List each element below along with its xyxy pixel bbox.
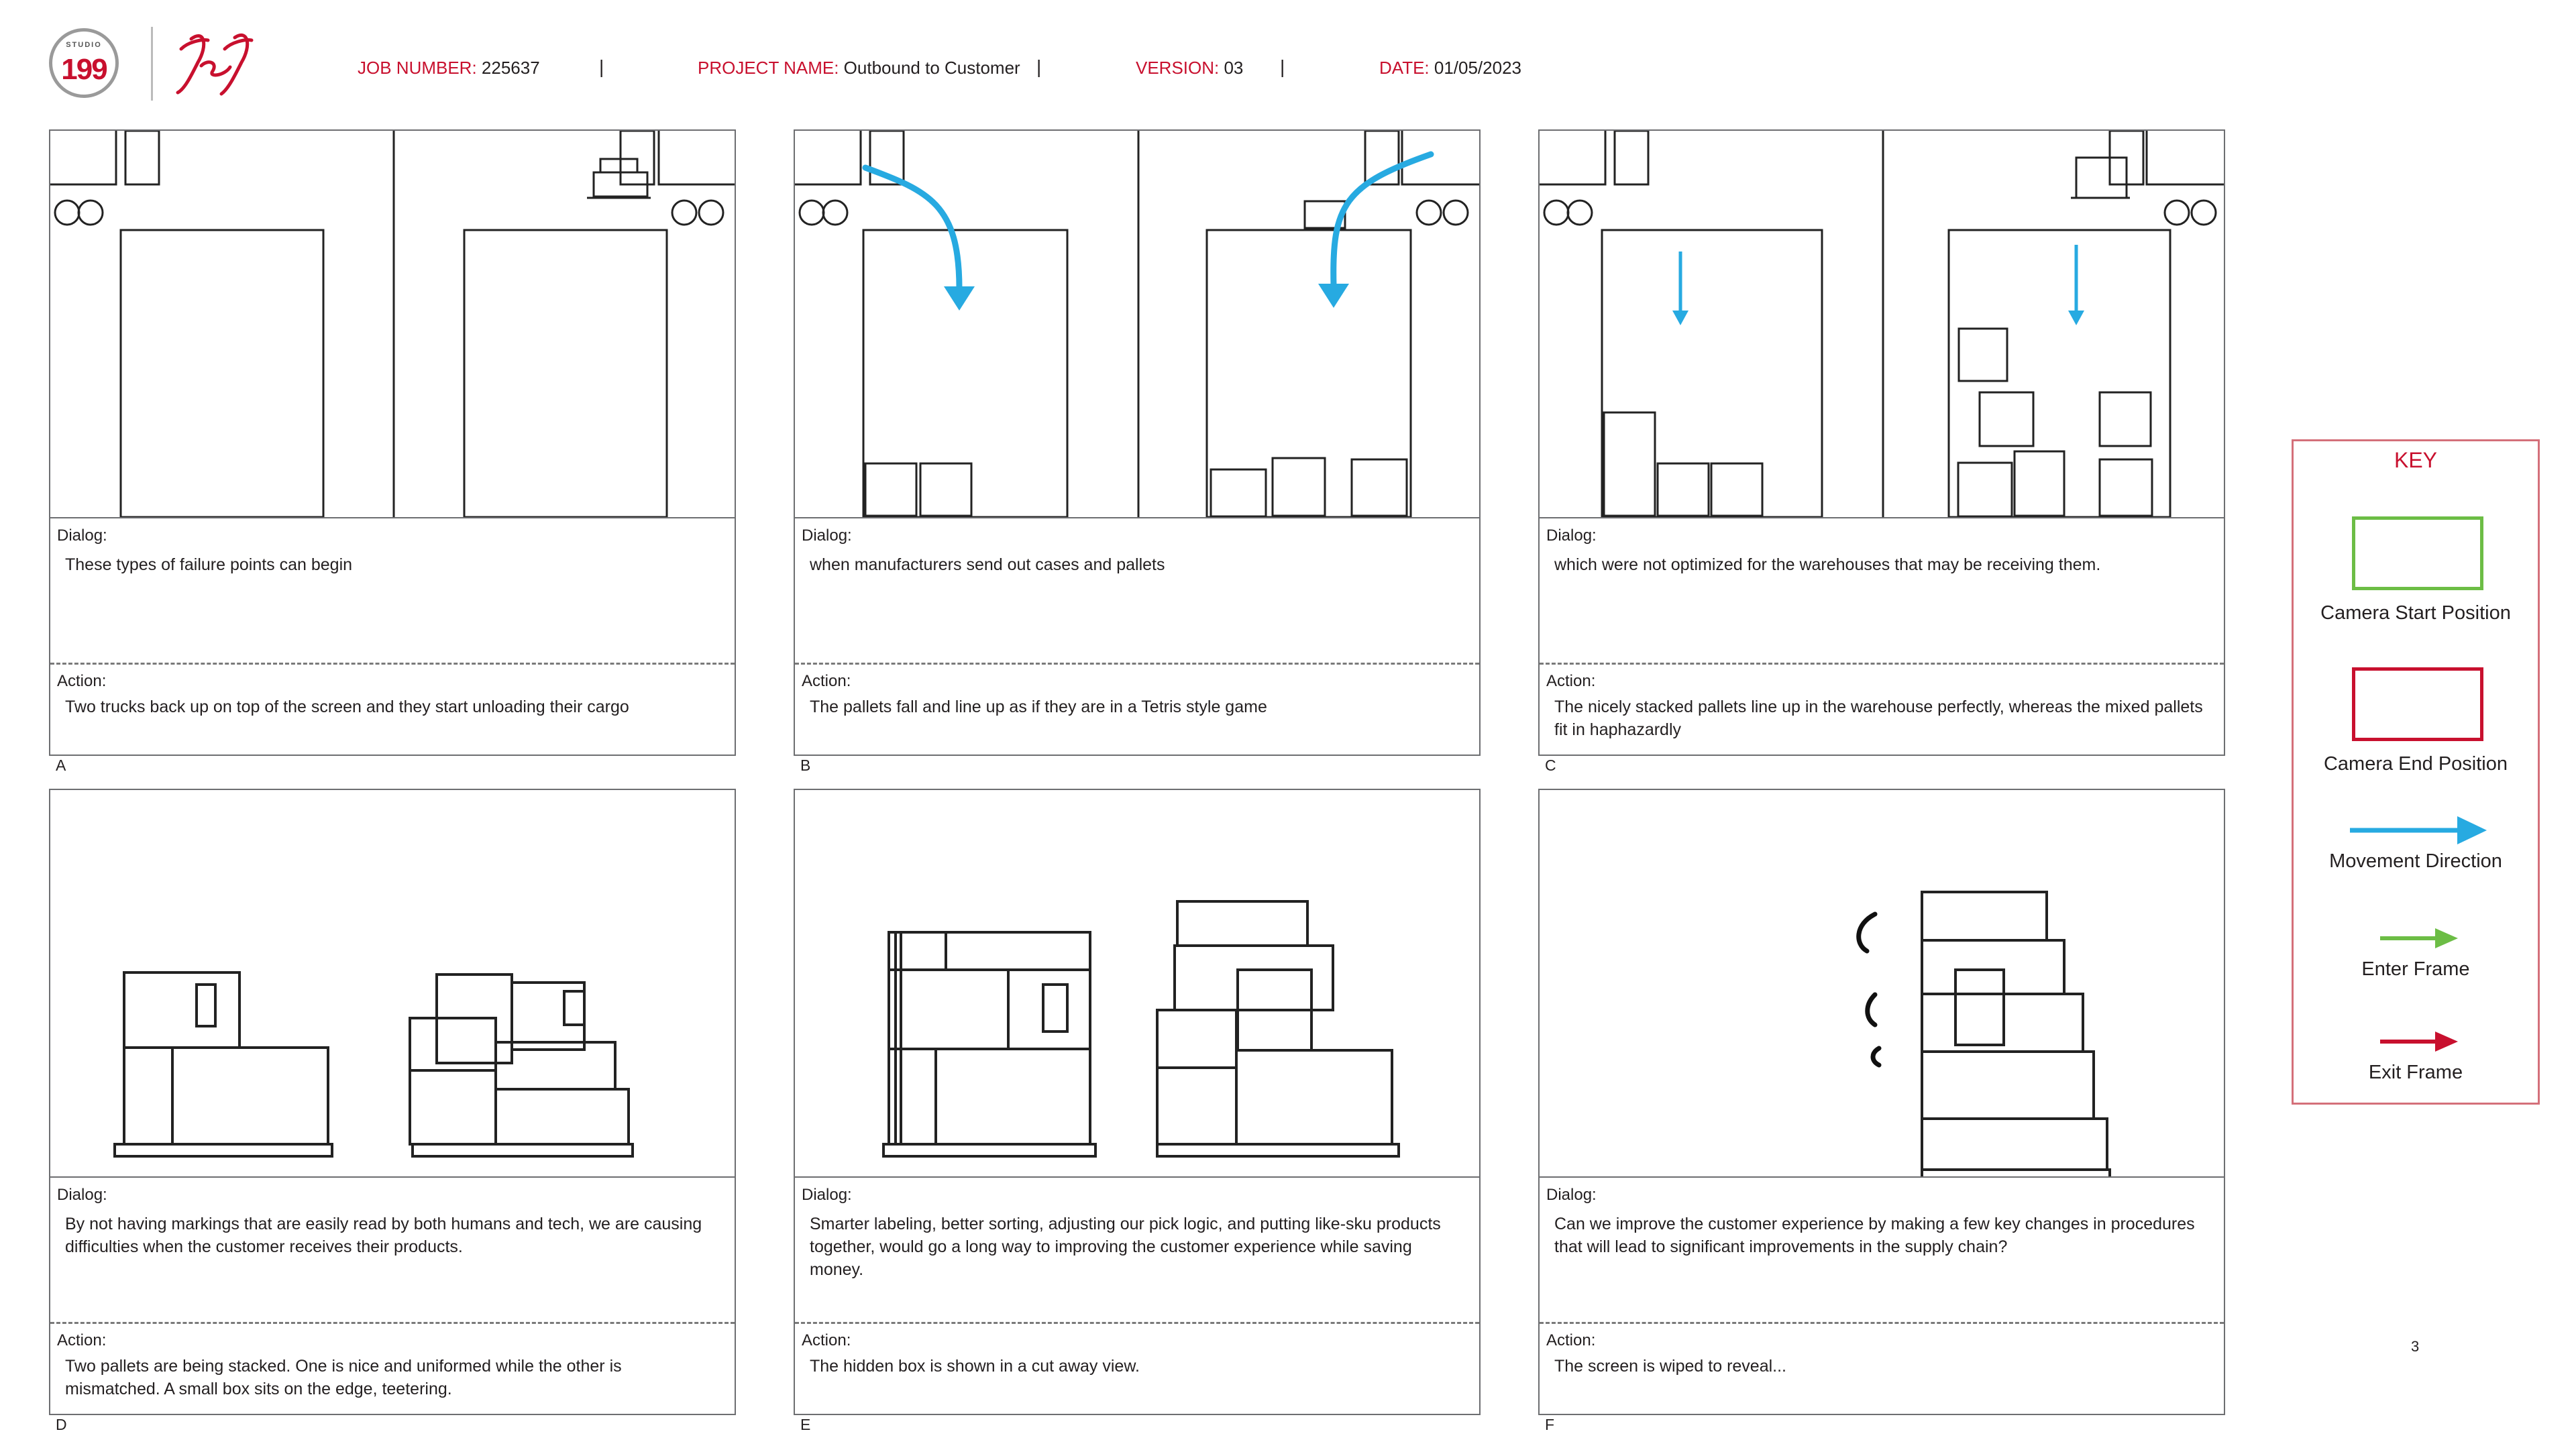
panel-c-sketch [1540, 131, 2224, 517]
key-label-movement: Movement Direction [2329, 850, 2502, 872]
logo-studio-number: 199 [61, 53, 107, 86]
dialog-label: Dialog: [1546, 526, 1597, 545]
panel-letter: E [800, 1416, 811, 1433]
storyboard-panel-c: Dialog: which were not optimized for the… [1538, 129, 2225, 756]
dialog-label: Dialog: [57, 1186, 107, 1204]
header-separator: | [1280, 56, 1285, 77]
storyboard-key: KEY Camera Start Position Camera End Pos… [2292, 439, 2540, 1105]
key-title: KEY [2394, 448, 2438, 472]
version-value: 03 [1219, 58, 1244, 78]
job-number: JOB NUMBER: 225637 [358, 58, 540, 78]
dialog-text: These types of failure points can begin [65, 555, 353, 574]
panel-letter: B [800, 757, 811, 774]
dialog-text: Smarter labeling, better sorting, adjust… [810, 1215, 1441, 1279]
storyboard-panel-d: Dialog: By not having markings that are … [49, 789, 736, 1415]
date: DATE: 01/05/2023 [1379, 58, 1521, 78]
panel-divider [1540, 663, 2224, 665]
camera-start-swatch [2352, 516, 2483, 590]
dialog-text: By not having markings that are easily r… [65, 1215, 702, 1256]
action-label: Action: [1546, 1331, 1596, 1349]
dialog-text: which were not optimized for the warehou… [1554, 555, 2101, 574]
version: VERSION: 03 [1136, 58, 1243, 78]
panel-e-sketch [882, 900, 1400, 1158]
panel-e-artwork [795, 790, 1479, 1178]
panel-d-artwork [50, 790, 735, 1178]
project-name-label: PROJECT NAME: [698, 58, 839, 78]
key-label-enter-frame: Enter Frame [2361, 958, 2470, 980]
panel-d-sketch [113, 971, 634, 1158]
panel-divider [50, 663, 735, 665]
logo-divider [151, 27, 153, 101]
enter-frame-arrow-icon [2380, 928, 2458, 948]
panel-a-sketch [50, 131, 735, 517]
project-name: PROJECT NAME: Outbound to Customer [698, 58, 1020, 78]
dialog-label: Dialog: [802, 1186, 852, 1204]
dialog-label: Dialog: [1546, 1186, 1597, 1204]
panel-letter: C [1545, 757, 1556, 774]
key-label-camera-start: Camera Start Position [2320, 602, 2511, 624]
action-text: The pallets fall and line up as if they … [810, 698, 1267, 716]
panel-letter: D [56, 1416, 67, 1433]
panel-letter: F [1545, 1416, 1555, 1433]
dialog-label: Dialog: [802, 526, 852, 545]
action-label: Action: [57, 1331, 107, 1349]
panel-a-artwork [50, 131, 735, 518]
action-label: Action: [802, 672, 851, 690]
header-separator: | [1036, 56, 1042, 77]
version-label: VERSION: [1136, 58, 1220, 78]
panel-f-sketch [1856, 891, 2111, 1176]
jj-script-logo-icon [176, 34, 254, 96]
action-label: Action: [1546, 672, 1596, 690]
exit-frame-arrow-icon [2380, 1032, 2458, 1052]
panel-c-artwork [1540, 131, 2224, 518]
movement-direction-arrow-icon [2350, 816, 2487, 844]
dialog-text: when manufacturers send out cases and pa… [810, 555, 1165, 574]
action-text: The nicely stacked pallets line up in th… [1554, 698, 2203, 739]
storyboard-panel-e: Dialog: Smarter labeling, better sorting… [794, 789, 1481, 1415]
date-label: DATE: [1379, 58, 1430, 78]
action-text: Two trucks back up on top of the screen … [65, 698, 629, 716]
key-label-camera-end: Camera End Position [2323, 753, 2508, 775]
key-label-exit-frame: Exit Frame [2368, 1062, 2463, 1083]
panel-f-artwork [1540, 790, 2224, 1178]
page-number: 3 [2411, 1338, 2420, 1355]
dialog-label: Dialog: [57, 526, 107, 545]
storyboard-panel-a: Dialog: These types of failure points ca… [49, 129, 736, 756]
panel-divider [1540, 1322, 2224, 1324]
header-separator: | [599, 56, 604, 77]
action-text: Two pallets are being stacked. One is ni… [65, 1357, 622, 1398]
action-label: Action: [802, 1331, 851, 1349]
panel-b-sketch [795, 131, 1479, 517]
action-label: Action: [57, 672, 107, 690]
panel-divider [50, 1322, 735, 1324]
storyboard-panel-f: Dialog: Can we improve the customer expe… [1538, 789, 2225, 1415]
panel-divider [795, 1322, 1479, 1324]
panel-b-artwork [795, 131, 1479, 518]
studio-199-logo: STUDIO 199 [49, 28, 119, 98]
action-text: The screen is wiped to reveal... [1554, 1357, 1786, 1376]
project-name-value: Outbound to Customer [839, 58, 1020, 78]
dialog-text: Can we improve the customer experience b… [1554, 1215, 2195, 1256]
job-number-label: JOB NUMBER: [358, 58, 477, 78]
panel-letter: A [56, 757, 66, 774]
camera-end-swatch [2352, 667, 2483, 741]
date-value: 01/05/2023 [1429, 58, 1521, 78]
job-number-value: 225637 [476, 58, 540, 78]
logo-studio-text: STUDIO [66, 41, 102, 49]
storyboard-panel-b: Dialog: when manufacturers send out case… [794, 129, 1481, 756]
panel-divider [795, 663, 1479, 665]
action-text: The hidden box is shown in a cut away vi… [810, 1357, 1140, 1376]
